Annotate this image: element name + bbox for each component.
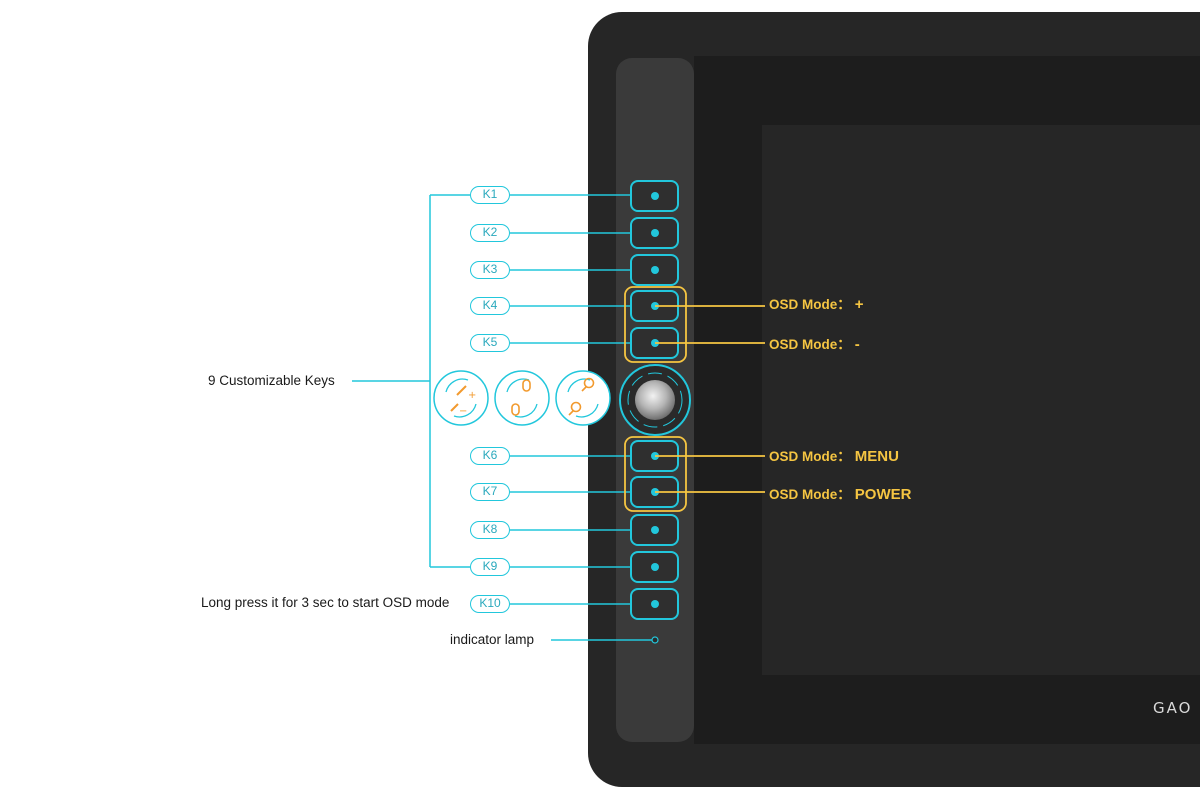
svg-text:−: − — [459, 406, 467, 417]
osd-label-minus: OSD Mode：- — [769, 333, 860, 353]
osd-label-power: OSD Mode：POWER — [769, 483, 911, 503]
key-tag-k5: K5 — [470, 334, 510, 352]
key-tag-k10: K10 — [470, 595, 510, 613]
key-tag-k6: K6 — [470, 447, 510, 465]
long-press-label: Long press it for 3 sec to start OSD mod… — [201, 595, 450, 610]
key-tag-k1: K1 — [470, 186, 510, 204]
svg-text:+: + — [468, 390, 476, 401]
osd-label-prefix: OSD Mode： — [769, 487, 851, 502]
osd-label-prefix: OSD Mode： — [769, 449, 851, 464]
tablet-active-area — [762, 125, 1200, 675]
osd-label-value: + — [854, 296, 864, 313]
brand-logo: GAO — [1153, 699, 1193, 717]
key-tag-k8: K8 — [470, 521, 510, 539]
osd-label-plus: OSD Mode：+ — [769, 293, 864, 313]
osd-label-prefix: OSD Mode： — [769, 337, 851, 352]
dial-wheel[interactable] — [619, 364, 691, 436]
osd-label-value: - — [854, 336, 860, 353]
customizable-keys-label: 9 Customizable Keys — [208, 373, 335, 388]
key-tag-k3: K3 — [470, 261, 510, 279]
scroll-icon — [494, 370, 550, 426]
key-tag-k9: K9 — [470, 558, 510, 576]
key-tag-k4: K4 — [470, 297, 510, 315]
osd-label-value: POWER — [854, 486, 912, 503]
zoom-icon — [555, 370, 611, 426]
osd-key-groups — [624, 286, 765, 512]
brush-size-icon: + − — [433, 370, 489, 426]
indicator-lamp — [651, 636, 659, 644]
key-tag-k7: K7 — [470, 483, 510, 501]
key-tag-k2: K2 — [470, 224, 510, 242]
dial-knob[interactable] — [635, 380, 675, 420]
osd-label-value: MENU — [854, 448, 899, 465]
osd-label-prefix: OSD Mode： — [769, 297, 851, 312]
osd-label-menu: OSD Mode：MENU — [769, 445, 899, 465]
indicator-lamp-label: indicator lamp — [450, 632, 535, 647]
